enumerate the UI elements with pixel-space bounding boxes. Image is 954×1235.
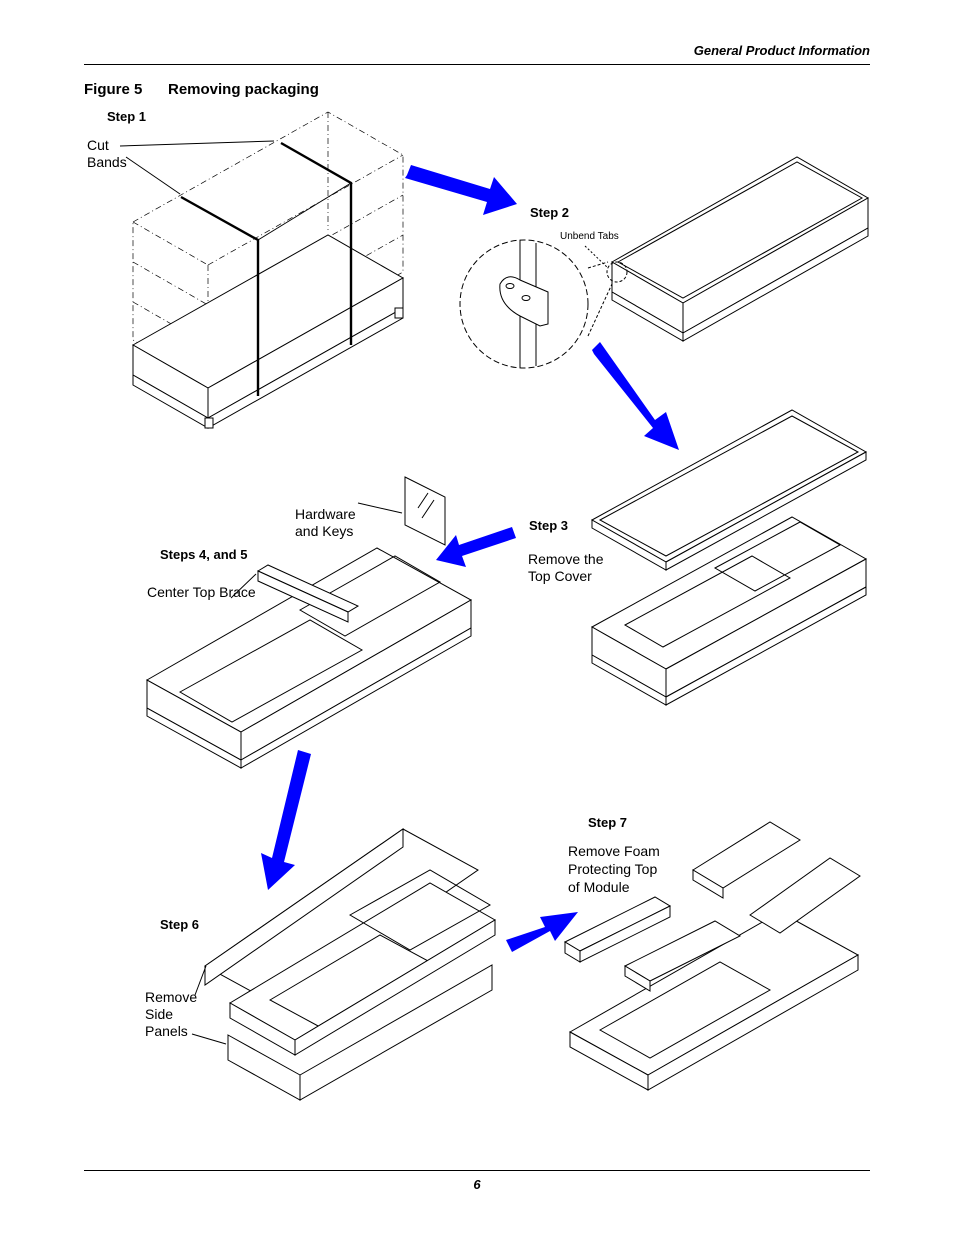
step2-crate bbox=[459, 156, 870, 369]
step3-crate bbox=[590, 409, 868, 706]
arrow-step1-to-2-icon bbox=[405, 165, 517, 215]
remove-foam-line2: Protecting Top bbox=[568, 861, 658, 877]
step2-label: Step 2 bbox=[530, 205, 570, 220]
step45-crate bbox=[145, 476, 473, 769]
hardware-keys-line1: Hardware bbox=[295, 506, 356, 522]
remove-foam-label: Remove Foam Protecting Top of Module bbox=[568, 842, 660, 896]
step7-label: Step 7 bbox=[588, 815, 628, 830]
center-top-brace-label: Center Top Brace bbox=[147, 584, 256, 600]
remove-side-panels-line2: Side bbox=[145, 1006, 174, 1022]
remove-top-cover-label: Remove the Top Cover bbox=[528, 551, 603, 585]
arrow-step3-to-4-icon bbox=[436, 527, 516, 567]
remove-top-cover-line1: Remove the bbox=[528, 551, 604, 567]
cut-bands-label: Cut Bands bbox=[87, 137, 127, 171]
step6-label: Step 6 bbox=[160, 917, 200, 932]
page-number: 6 bbox=[473, 1177, 481, 1192]
remove-top-cover-line2: Top Cover bbox=[528, 568, 592, 584]
remove-side-panels-line3: Panels bbox=[145, 1023, 188, 1039]
step6-crate bbox=[191, 828, 496, 1101]
step1-crate bbox=[131, 111, 405, 429]
figure-title: Removing packaging bbox=[168, 81, 319, 98]
footer-rule bbox=[84, 1170, 870, 1171]
arrow-step4-to-6-icon bbox=[261, 750, 311, 890]
unbend-tabs-label: Unbend Tabs bbox=[560, 231, 619, 242]
header-rule bbox=[84, 64, 870, 65]
arrow-step2-to-3-icon bbox=[592, 342, 679, 450]
figure-number: Figure 5 bbox=[84, 81, 143, 98]
arrow-step6-to-7-icon bbox=[506, 912, 578, 952]
step45-label: Steps 4, and 5 bbox=[160, 547, 248, 562]
hardware-keys-line2: and Keys bbox=[295, 523, 354, 539]
remove-foam-line1: Remove Foam bbox=[568, 843, 660, 859]
section-header: General Product Information bbox=[693, 43, 870, 58]
hardware-keys-label: Hardware and Keys bbox=[295, 506, 356, 540]
cut-bands-line2: Bands bbox=[87, 154, 127, 170]
remove-foam-line3: of Module bbox=[568, 879, 630, 895]
step1-label: Step 1 bbox=[107, 109, 147, 124]
remove-side-panels-label: Remove Side Panels bbox=[145, 989, 197, 1040]
cut-bands-line1: Cut bbox=[87, 137, 109, 153]
step3-label: Step 3 bbox=[529, 518, 569, 533]
remove-side-panels-line1: Remove bbox=[145, 989, 198, 1005]
step7-crate bbox=[563, 821, 861, 1091]
